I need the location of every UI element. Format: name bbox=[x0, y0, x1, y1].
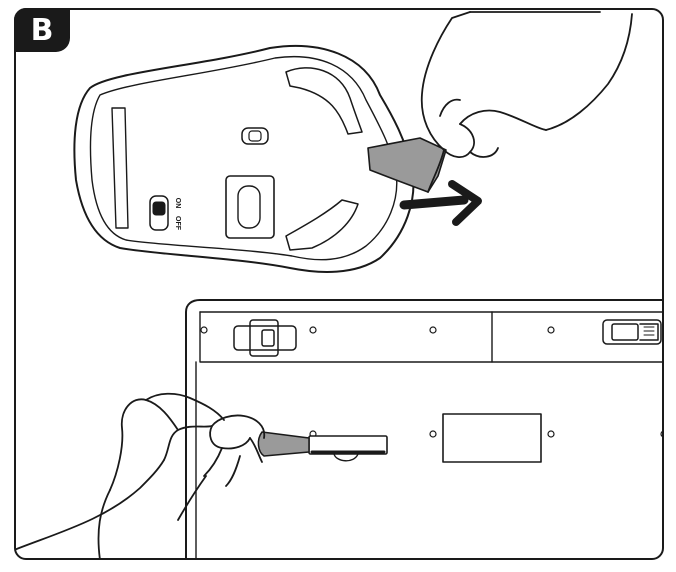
switch-off-label: OFF bbox=[174, 216, 181, 231]
keyboard-tab-holder bbox=[308, 435, 388, 462]
battery-cover bbox=[442, 413, 542, 463]
switch-labels: ON OFF bbox=[174, 198, 181, 231]
arrow-right-icon bbox=[399, 180, 482, 226]
mouse-power-switch bbox=[149, 195, 169, 231]
switch-on-label: ON bbox=[174, 198, 181, 209]
mouse-latch bbox=[241, 127, 269, 145]
keyboard-underside bbox=[185, 299, 663, 559]
step-badge: B bbox=[14, 8, 70, 52]
mouse-receiver-compartment bbox=[225, 175, 275, 239]
top-hand bbox=[420, 11, 633, 193]
keyboard-latch bbox=[233, 319, 297, 357]
mouse-pull-tab bbox=[367, 137, 447, 193]
mouse-body bbox=[73, 44, 415, 273]
screw-holes bbox=[200, 326, 663, 438]
usb-receiver-icon bbox=[602, 319, 662, 345]
keyboard-pull-tab bbox=[257, 431, 310, 457]
bottom-hand bbox=[15, 392, 266, 559]
